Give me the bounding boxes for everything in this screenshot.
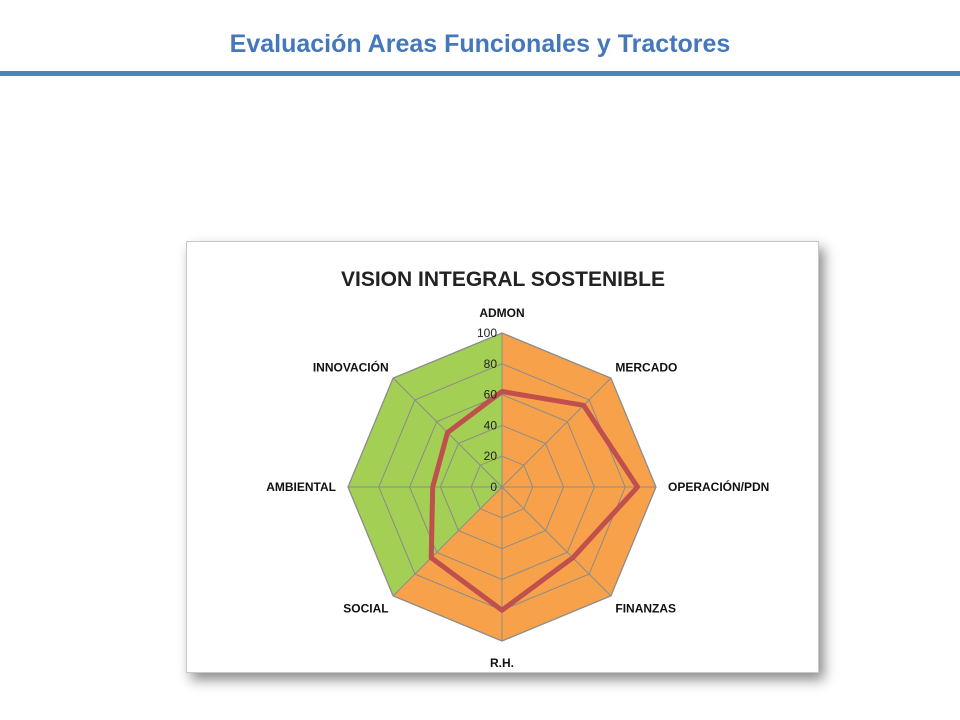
green-sector (348, 333, 502, 596)
title-rule (0, 71, 960, 76)
grid-spoke (501, 377, 612, 488)
grid-spoke (392, 486, 503, 597)
tick-label: 100 (477, 326, 497, 340)
category-label: INNOVACIÓN (313, 360, 389, 375)
tick-label: 80 (484, 357, 498, 371)
grid-spoke (501, 486, 612, 597)
slide-title: Evaluación Areas Funcionales y Tractores (229, 30, 731, 58)
tick-label: 20 (484, 449, 498, 463)
category-label: R.H. (490, 656, 514, 670)
category-label: AMBIENTAL (266, 480, 336, 494)
category-label: OPERACIÓN/PDN (668, 479, 769, 494)
category-label: MERCADO (615, 361, 677, 375)
tick-label: 0 (490, 480, 497, 494)
category-label: ADMON (479, 306, 524, 320)
radar-chart: VISION INTEGRAL SOSTENIBLE 020406080100 … (266, 268, 769, 670)
tick-label: 60 (484, 388, 498, 402)
tick-label: 40 (484, 418, 498, 432)
category-label: FINANZAS (615, 601, 676, 615)
series-line (428, 389, 641, 613)
chart-title: VISION INTEGRAL SOSTENIBLE (341, 268, 665, 291)
category-label: SOCIAL (343, 601, 388, 615)
